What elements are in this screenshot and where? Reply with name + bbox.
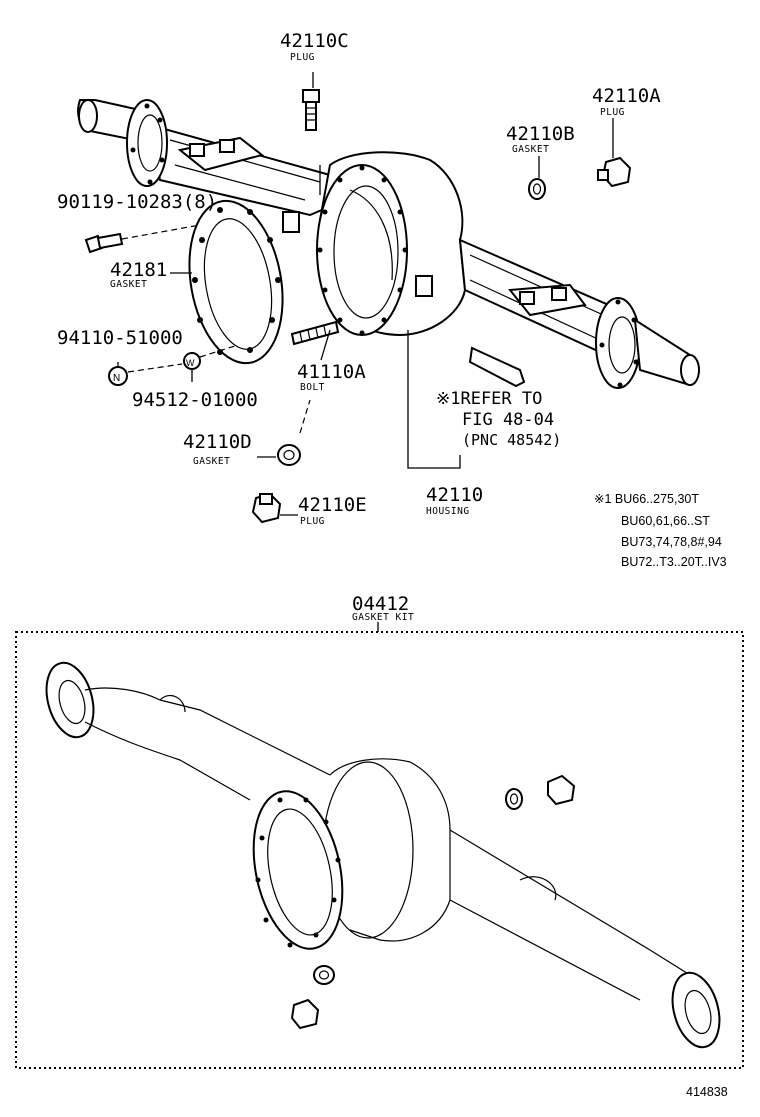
callout-42110c: 42110C PLUG bbox=[280, 30, 349, 63]
refer-line-1: ※1REFER TO bbox=[436, 389, 542, 409]
callout-42110a: 42110A PLUG bbox=[592, 85, 661, 118]
part-number: 42110 bbox=[426, 484, 483, 506]
gasket-kit-frame bbox=[15, 631, 744, 1069]
part-number: 90119-10283(8) bbox=[57, 191, 217, 213]
refer-line-2: FIG 48-04 bbox=[462, 410, 554, 430]
part-number: 42110A bbox=[592, 85, 661, 107]
gasket-kit-housing-drawing bbox=[45, 661, 721, 1049]
part-name: GASKET bbox=[110, 279, 147, 290]
callout-94110: 94110-51000 N bbox=[57, 327, 183, 384]
refer-note: ※1REFER TO FIG 48-04 (PNC 48542) bbox=[436, 389, 561, 449]
callout-04412: 04412 GASKET KIT bbox=[352, 593, 414, 632]
part-number: 42110E bbox=[298, 494, 367, 516]
nut-washer-drawing bbox=[108, 344, 239, 386]
nut-symbol: N bbox=[113, 373, 120, 384]
part-number: 42110C bbox=[280, 30, 349, 52]
callout-94512: W 94512-01000 bbox=[132, 358, 258, 411]
part-number: 94512-01000 bbox=[132, 389, 258, 411]
part-number: 94110-51000 bbox=[57, 327, 183, 349]
part-number: 42110D bbox=[183, 431, 252, 453]
part-name: GASKET bbox=[512, 144, 549, 155]
callout-42110e: 42110E PLUG bbox=[298, 494, 367, 527]
leader-lines bbox=[117, 72, 614, 516]
applicability-line: BU73,74,78,8#,94 bbox=[621, 535, 722, 549]
applicability-line: BU72..T3..20T..IV3 bbox=[621, 555, 727, 569]
plug-42110e-drawing bbox=[251, 492, 282, 524]
illustration-number: 414838 bbox=[686, 1085, 728, 1099]
part-name: GASKET KIT bbox=[352, 612, 414, 623]
part-number: 41110A bbox=[297, 361, 366, 383]
reference-pin-drawing bbox=[468, 346, 526, 388]
plug-42110a-drawing bbox=[597, 156, 632, 188]
part-number: 42110B bbox=[506, 123, 575, 145]
callout-42181: 42181 GASKET bbox=[110, 259, 167, 290]
plug-42110c-drawing bbox=[302, 89, 320, 131]
part-number: 42181 bbox=[110, 259, 167, 281]
applicability-line: BU60,61,66..ST bbox=[621, 514, 710, 528]
part-number: 04412 bbox=[352, 593, 409, 615]
callout-42110: 42110 HOUSING bbox=[426, 484, 483, 517]
callout-90119: 90119-10283(8) bbox=[57, 191, 217, 213]
washer-symbol: W bbox=[186, 358, 195, 368]
callout-42110d: 42110D GASKET bbox=[183, 431, 252, 467]
stud-bolt-41110a-drawing bbox=[290, 320, 340, 346]
refer-line-3: (PNC 48542) bbox=[462, 431, 561, 449]
part-name: GASKET bbox=[193, 456, 230, 467]
carrier-gasket-42181 bbox=[188, 199, 284, 365]
callout-41110a: 41110A BOLT bbox=[297, 361, 366, 393]
gasket-42110b-drawing bbox=[528, 178, 546, 200]
part-name: PLUG bbox=[300, 516, 325, 527]
part-name: HOUSING bbox=[426, 506, 470, 517]
applicability-line: ※1 BU66..275,30T bbox=[594, 492, 699, 506]
gasket-42110d-drawing bbox=[277, 399, 311, 466]
part-name: BOLT bbox=[300, 382, 325, 393]
callout-42110b: 42110B GASKET bbox=[506, 123, 575, 155]
bolt-90119-drawing bbox=[84, 224, 201, 254]
applicability-list: ※1 BU66..275,30T BU60,61,66..ST BU73,74,… bbox=[594, 492, 727, 569]
part-name: PLUG bbox=[600, 107, 625, 118]
axle-housing-drawing bbox=[77, 99, 700, 389]
part-name: PLUG bbox=[290, 52, 315, 63]
